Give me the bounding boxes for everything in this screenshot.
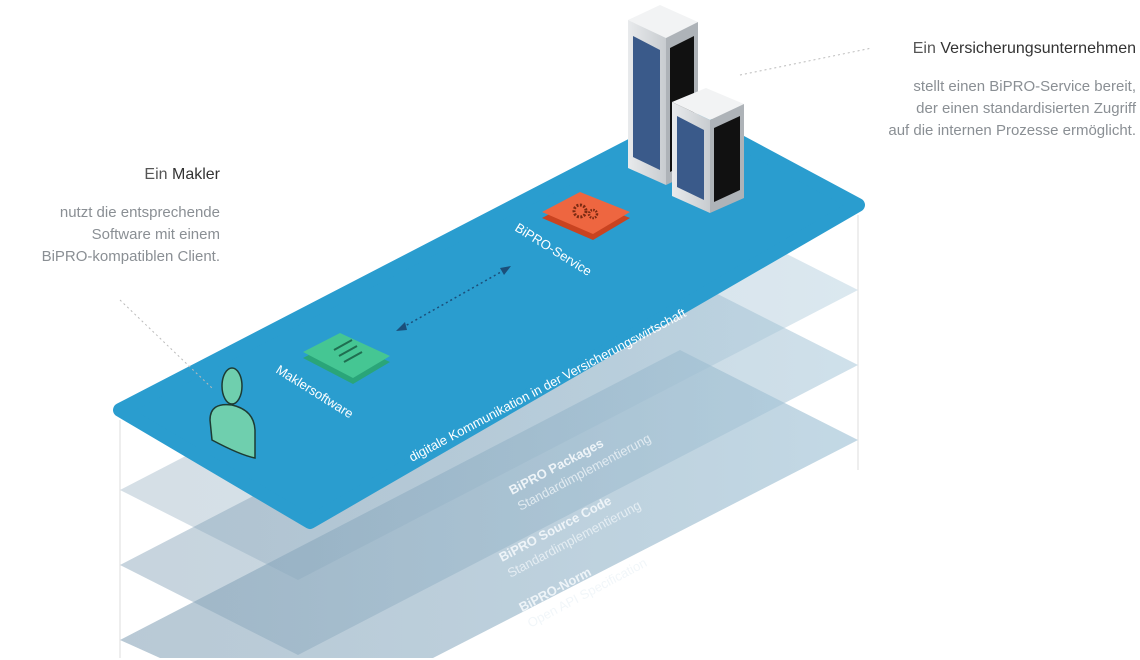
insurer-line: stellt einen BiPRO-Service bereit, [913,78,1136,95]
bipro-service-icon [542,192,630,240]
insurer-line: der einen standardisierten Zugriff [916,100,1136,117]
server-tower-icon [672,88,744,213]
broker-line: BiPRO-kompatiblen Client. [41,248,220,265]
arrow-head-icon [500,266,511,275]
gear-icon [587,208,599,220]
platform-layer [113,108,865,529]
insurer-line: auf die internen Prozesse ermöglicht. [888,122,1136,139]
arrow-head-icon [396,322,407,331]
broker-line: Software mit einem [91,226,220,243]
broker-note: Ein Makler nutzt die entsprechende Softw… [42,164,220,268]
title-prefix: Ein [144,166,168,183]
leader-line [119,299,213,389]
insurer-note: Ein Versicherungsunternehmen stellt eine… [888,38,1136,142]
leader-line [739,47,873,76]
title-emph: Makler [171,166,220,183]
title-prefix: Ein [912,40,936,57]
bidirectional-arrow [397,267,509,331]
title-emph: Versicherungsunternehmen [940,40,1136,57]
person-icon [209,367,256,459]
maklersoftware-icon [303,333,390,384]
gear-icon [572,203,588,219]
broker-title: Ein Makler [42,164,220,186]
broker-line: nutzt die entsprechende [59,204,220,221]
insurer-title: Ein Versicherungsunternehmen [888,38,1136,60]
